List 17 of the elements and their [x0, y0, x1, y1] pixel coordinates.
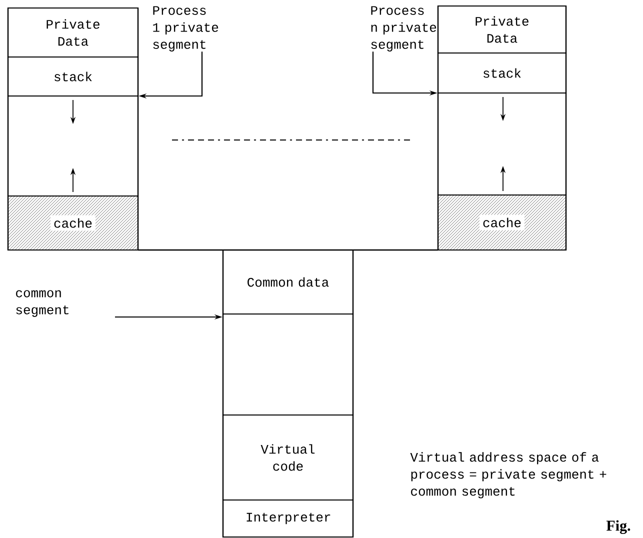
free-space-box [222, 313, 354, 416]
memory-region-box: Interpreter [222, 499, 354, 538]
memory-region-box: stack [437, 52, 567, 94]
memory-region-box: Virtual code [222, 414, 354, 501]
memory-region-box: Common data [222, 249, 354, 315]
memory-region-box: stack [7, 56, 139, 97]
memory-region-box: Private Data [437, 5, 567, 54]
segment-label: Process n private segment [371, 6, 436, 52]
note-text: Virtual address space of a process = private segment + common segment [410, 452, 606, 498]
free-space-box [7, 95, 139, 197]
segment-label: Process 1 private segment [153, 6, 218, 52]
free-space-box [437, 92, 567, 196]
hatched-cache-box: cache [437, 194, 567, 251]
segment-label: common segment [16, 290, 68, 317]
memory-region-box: Private Data [7, 7, 139, 58]
figure-label: Fig. [606, 520, 630, 534]
hatched-cache-box: cache [7, 195, 139, 251]
